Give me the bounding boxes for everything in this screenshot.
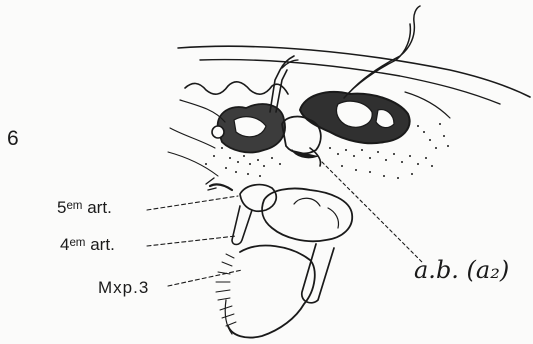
label-antennal-base: a.b. (a₂)	[414, 258, 509, 282]
carapace-inner-lines	[168, 128, 218, 176]
left-antenna-stalk	[270, 56, 294, 112]
figure-number: 6	[7, 128, 19, 149]
eye-spot	[212, 126, 224, 138]
leader-fourth-article	[147, 236, 236, 246]
carapace-edge-upper	[178, 46, 530, 97]
label-fourth-article: 4ᵉᵐ art.	[60, 236, 115, 253]
carapace-margin-right	[405, 92, 450, 118]
label-maxilliped: Mxp.3	[98, 279, 149, 296]
leader-fifth-article	[147, 196, 238, 210]
setae-fringe	[216, 254, 236, 326]
leader-antennal-base	[322, 162, 422, 262]
long-antenna	[344, 6, 420, 98]
maxilliped-shaft	[302, 244, 334, 303]
leader-maxilliped	[168, 270, 242, 286]
article-5	[240, 185, 276, 212]
article-4	[232, 206, 252, 245]
label-fifth-article: 5ᵉᵐ art.	[57, 199, 112, 216]
